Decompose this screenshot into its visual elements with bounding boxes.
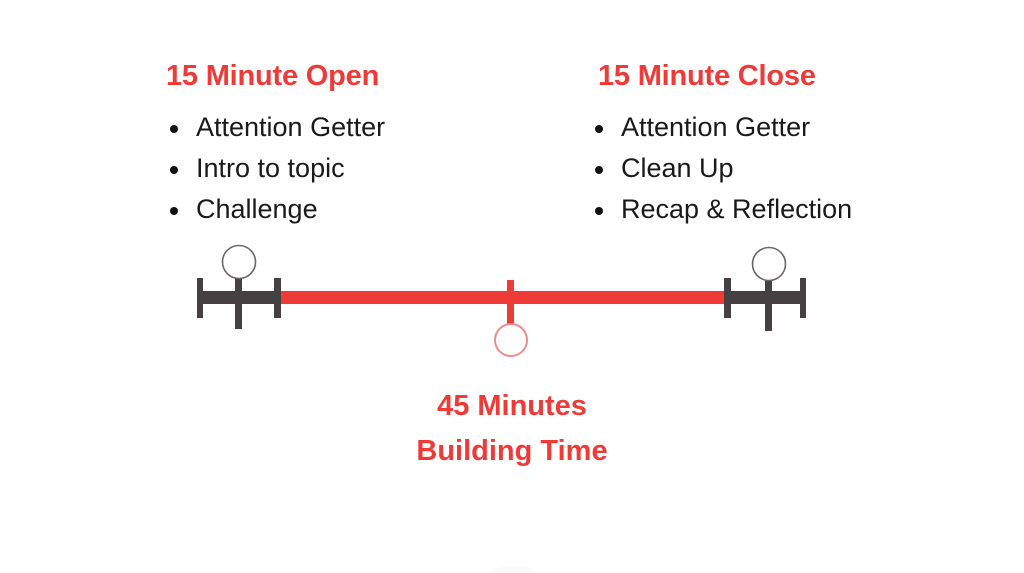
bullet-dot-icon: [595, 125, 603, 133]
list-item-label: Attention Getter: [621, 112, 811, 142]
list-item-label: Intro to topic: [196, 153, 345, 183]
close-segment-block: 15 Minute Close Attention Getter Clean U…: [585, 60, 965, 230]
close-left-endcap-tick: [724, 278, 731, 318]
close-right-endcap-tick: [800, 278, 806, 318]
open-marker-circle-icon: [221, 244, 257, 280]
building-segment-bar: [281, 291, 727, 304]
open-segment-bullet-list: Attention Getter Intro to topic Challeng…: [160, 107, 500, 230]
list-item: Attention Getter: [585, 107, 965, 148]
open-segment-block: 15 Minute Open Attention Getter Intro to…: [160, 60, 500, 230]
list-item: Clean Up: [585, 148, 965, 189]
open-marker-stem: [235, 276, 242, 329]
caption-line-1: 45 Minutes: [437, 390, 587, 422]
list-item-label: Clean Up: [621, 153, 734, 183]
list-item: Attention Getter: [160, 107, 500, 148]
bullet-dot-icon: [595, 207, 603, 215]
list-item: Challenge: [160, 189, 500, 230]
close-segment-bullet-list: Attention Getter Clean Up Recap & Reflec…: [585, 107, 965, 230]
bullet-dot-icon: [170, 125, 178, 133]
building-time-caption: 45 Minutes Building Time: [0, 384, 1024, 474]
building-center-tick: [507, 280, 514, 328]
close-segment-bar: [724, 291, 806, 304]
list-item-label: Recap & Reflection: [621, 194, 853, 224]
close-marker-stem: [765, 278, 772, 331]
list-item: Intro to topic: [160, 148, 500, 189]
list-item: Recap & Reflection: [585, 189, 965, 230]
timeline-building-segment: [281, 280, 727, 357]
bottom-edge-artifact: [492, 566, 534, 573]
open-segment-bar: [197, 291, 283, 304]
bullet-dot-icon: [595, 166, 603, 174]
bullet-dot-icon: [170, 166, 178, 174]
caption-line-2: Building Time: [416, 435, 608, 467]
open-right-endcap-tick: [274, 278, 281, 318]
timeline-close-segment: [724, 246, 806, 331]
close-segment-heading: 15 Minute Close: [598, 60, 816, 92]
open-left-endcap-tick: [197, 278, 203, 318]
open-segment-heading: 15 Minute Open: [166, 60, 380, 92]
building-marker-circle-icon: [494, 323, 528, 357]
timeline-open-segment: [197, 244, 283, 329]
close-marker-circle-icon: [751, 246, 787, 282]
list-item-label: Attention Getter: [196, 112, 386, 142]
bullet-dot-icon: [170, 207, 178, 215]
list-item-label: Challenge: [196, 194, 318, 224]
